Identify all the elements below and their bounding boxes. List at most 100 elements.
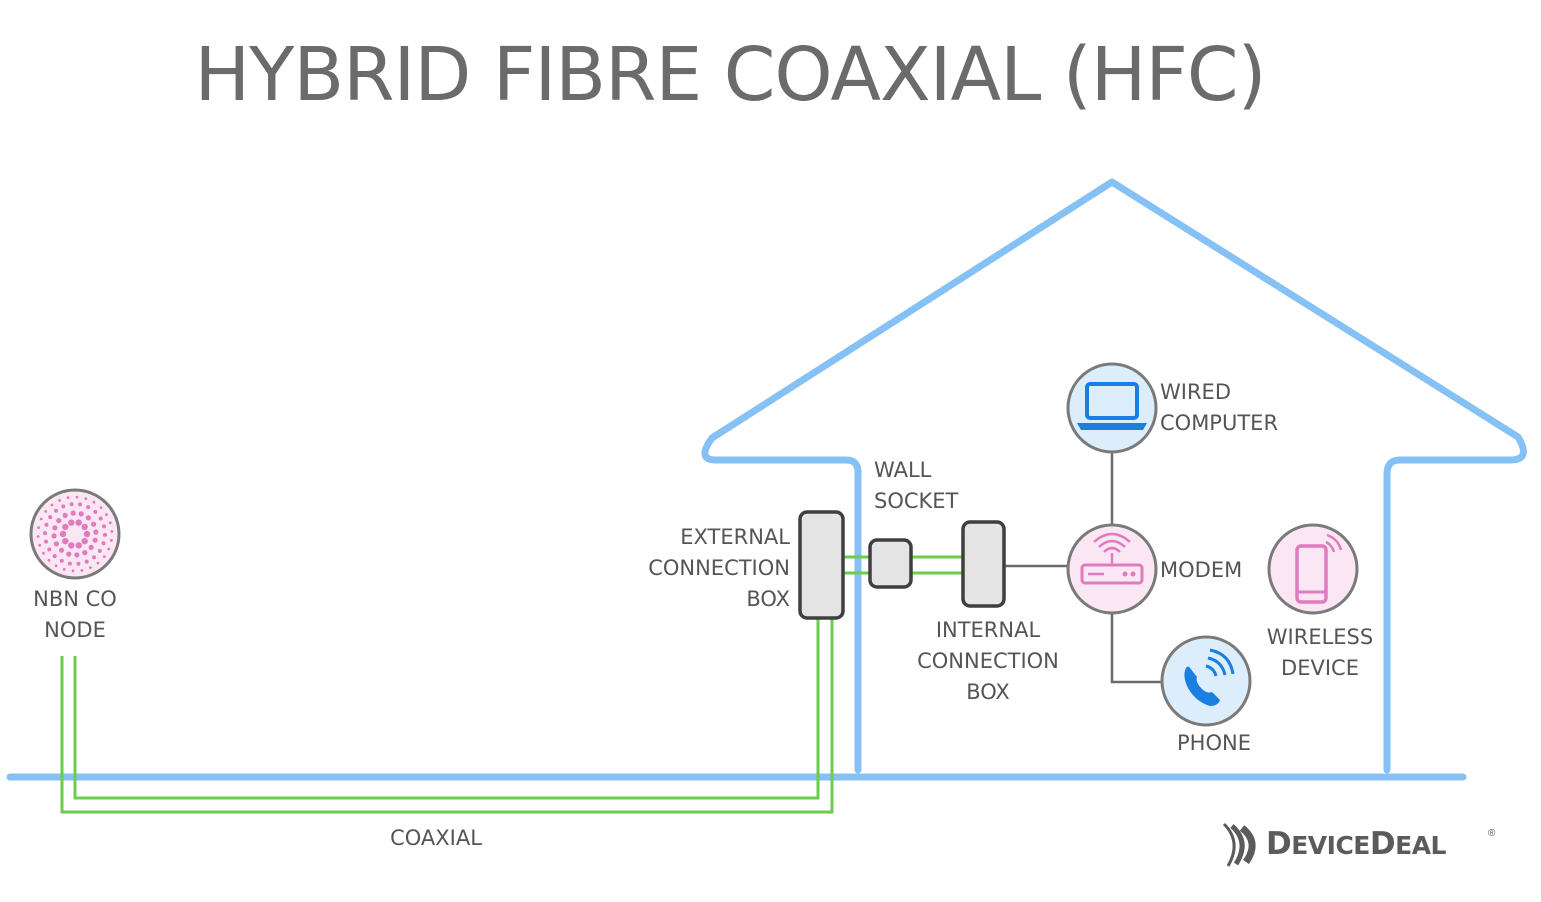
node-dot <box>75 495 79 499</box>
devicedeal-logo: DEVICEDEAL ® <box>1222 822 1512 870</box>
node-dot <box>81 523 88 531</box>
devicedeal-logo-icon <box>1222 822 1256 867</box>
node-dot <box>59 547 65 553</box>
node-dot <box>70 510 76 516</box>
node-dot <box>105 513 108 517</box>
node-dot <box>53 541 60 547</box>
logo-word-eal: EAL <box>1395 831 1446 860</box>
modem-label: MODEM <box>1160 558 1243 582</box>
node-dot <box>68 519 75 526</box>
node-dot <box>44 522 49 527</box>
node-dot <box>42 551 45 555</box>
node-dot <box>92 500 96 504</box>
node-dot <box>66 551 72 557</box>
nbn-node-icon <box>29 488 121 580</box>
logo-word-evice: EVICE <box>1291 831 1370 860</box>
internal-connection-box-label: INTERNAL CONNECTION BOX <box>917 618 1059 704</box>
node-dot <box>37 526 40 529</box>
house-outline <box>701 178 1527 774</box>
node-dot <box>84 559 89 564</box>
wall-socket-label: WALL SOCKET <box>874 458 959 513</box>
node-dot <box>52 525 58 531</box>
modem-to-phone-line <box>1110 614 1163 684</box>
node-dot <box>51 533 57 539</box>
external-connection-box-label: EXTERNAL CONNECTION BOX <box>648 525 790 611</box>
node-dot <box>62 512 68 519</box>
node-dot <box>62 537 69 545</box>
node-dot <box>92 555 96 560</box>
node-dot <box>68 542 75 549</box>
node-dot <box>61 504 66 509</box>
node-dot <box>97 548 102 553</box>
node-dot <box>66 496 70 499</box>
node-dot <box>78 502 83 507</box>
logo-letter-d2: D <box>1369 826 1396 862</box>
node-dot <box>69 502 74 507</box>
node-dot <box>44 510 48 513</box>
node-dot <box>103 532 107 537</box>
node-dot <box>54 508 58 513</box>
node-dot <box>85 515 91 521</box>
node-dot <box>52 554 57 559</box>
phone-handset-icon <box>1160 635 1252 727</box>
node-dot <box>110 530 114 533</box>
node-dot <box>59 530 67 538</box>
node-dot <box>56 518 62 524</box>
node-dot <box>75 542 82 549</box>
node-dot <box>39 517 43 521</box>
node-dot <box>80 569 84 572</box>
devicedeal-logo-text: DEVICEDEAL <box>1266 826 1446 862</box>
wired-computer-label: WIRED COMPUTER <box>1160 380 1279 435</box>
node-dot <box>107 547 111 551</box>
node-dot <box>71 569 75 573</box>
node-dot <box>86 505 91 510</box>
nbn-node-label: NBN CO NODE <box>33 587 117 642</box>
node-dot <box>44 539 48 544</box>
node-dot <box>98 516 103 521</box>
logo-letter-d1: D <box>1266 826 1292 862</box>
node-dot <box>83 530 91 538</box>
wireless-device-label: WIRELESS DEVICE <box>1266 625 1374 680</box>
node-dot <box>50 503 54 507</box>
node-dot <box>110 539 113 542</box>
node-dot <box>62 568 66 571</box>
node-dot <box>91 521 97 527</box>
node-dot <box>47 558 51 562</box>
registered-mark: ® <box>1488 828 1496 839</box>
node-dot <box>102 524 106 529</box>
node-dot <box>48 515 53 520</box>
phone-label: PHONE <box>1177 731 1251 755</box>
node-dot <box>38 543 42 547</box>
node-dot <box>82 550 88 556</box>
node-dot <box>54 564 58 568</box>
external-connection-box <box>798 510 845 620</box>
node-dot <box>92 537 98 543</box>
node-dot <box>99 506 103 510</box>
node-dot <box>75 519 82 526</box>
node-dot <box>93 509 98 514</box>
coaxial-label: COAXIAL <box>390 826 482 850</box>
node-dot <box>47 547 52 552</box>
node-dot <box>36 535 40 538</box>
laptop-icon <box>1066 362 1158 454</box>
node-dot <box>101 541 106 546</box>
node-dot <box>89 566 92 569</box>
node-dot <box>108 521 112 525</box>
node-dot <box>96 561 100 565</box>
node-dot <box>84 497 88 500</box>
node-dot <box>102 555 106 558</box>
node-dot <box>76 561 81 566</box>
wall-socket-box <box>868 538 913 589</box>
smartphone-icon <box>1267 523 1359 615</box>
node-dot <box>59 558 64 563</box>
node-dot <box>88 544 94 551</box>
node-dot <box>93 529 99 535</box>
node-dot <box>43 531 47 536</box>
node-dot <box>81 537 88 545</box>
diagram-title: HYBRID FIBRE COAXIAL (HFC) <box>194 32 1267 118</box>
node-dot <box>67 561 72 566</box>
node-dot <box>62 523 69 531</box>
node-dot <box>78 511 84 517</box>
coaxial-line-inner <box>73 618 820 800</box>
